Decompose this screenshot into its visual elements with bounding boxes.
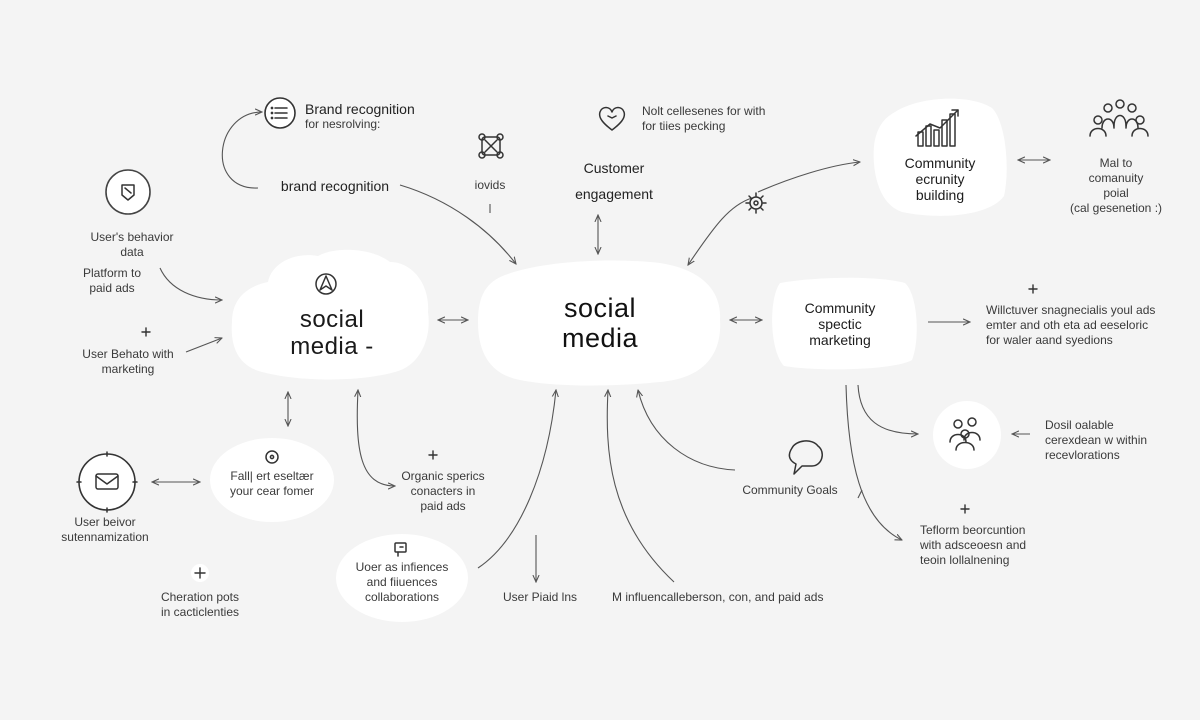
link-center-to-building [757,162,860,193]
shield-badge-icon [121,184,135,201]
link-center-to-influencerpaid [607,390,675,583]
node-blob-community-building [873,98,1007,216]
brand-recognition-sub: for nesrolving: [305,117,381,131]
iovids-label: iovids [474,178,506,192]
link-gear-to-center [688,197,753,265]
users-behavior-data-label: User's behavior data [90,230,174,259]
list-icon [270,106,288,120]
community-goals-label: Community Goals [742,483,838,497]
people-group-icon [1089,99,1149,137]
user-behavior-marketing-label: User Behato with marketing [82,347,174,376]
link-brand-loop [221,112,262,189]
team-icon [949,417,981,451]
link-behavior-to-left [185,338,222,353]
community-building-label: Community ecrunity building [904,155,976,203]
plus-icon [141,327,151,337]
node-blob-left [231,249,429,380]
node-blob-influencer [336,534,468,622]
link-tick-small [857,489,863,499]
node-circle-envelope [78,453,136,511]
influencer-paid-label: M influencalleberson, con, and paid ads [612,590,824,604]
transform-label: Teflorm beorcuntion with adsceoesn and t… [920,523,1027,567]
community-specific-label: Community spectic marketing [804,300,876,348]
node-blob-center [478,260,721,386]
bar-chart-icon [915,109,959,147]
platform-paid-ads-label: Platform to paid ads [82,266,142,295]
link-platform-to-left [159,267,222,300]
compass-icon [315,273,337,295]
node-circle-team [933,401,1001,469]
gear-icon [745,192,767,214]
right-top-label: Mal to comanuity poial (cal gesenetion :… [1069,156,1163,215]
heart-text-label: Nolt cellesenes for with for tiies pecki… [642,104,766,133]
link-influencer-to-center [477,390,556,569]
brand-recognition-label: brand recognition [280,178,390,194]
user-paid-label: User Piaid lns [502,590,578,604]
link-brand-to-center [399,184,516,264]
pin-icon [265,450,279,464]
node-blob-fall [210,438,334,522]
center-node-label: social media [561,293,639,353]
envelope-icon [76,451,138,513]
right-low-label: Dosil oalable cerexdean w within recevlo… [1045,418,1148,462]
right-mid-label: Willctuver snagnecialis youl ads emter a… [986,303,1156,347]
link-left-to-organic [357,390,395,486]
plus-icon [428,450,438,460]
network-node-icon [478,133,504,159]
fall-node-label: Fall| ert eseltær your cear fomer [229,469,315,498]
influencer-node-label: Uoer as infiences and fiiuences collabor… [355,560,449,604]
node-circle-shield [105,169,151,215]
link-center-to-goals [638,390,736,471]
node-blob-community-specific [772,277,917,370]
user-behavior-sutenam-label: User beivor sutennamization [61,515,149,544]
organic-specifics-label: Organic sperics conacters in paid ads [401,469,485,513]
brand-recognition-top: Brand recognition [305,101,415,117]
plus-icon [960,504,970,514]
plus-icon [191,564,209,582]
left-hub-label: social media - [290,306,374,360]
heart-icon [598,106,626,131]
plus-icon [1028,284,1038,294]
chat-bubble-icon [788,440,823,475]
link-community-to-team [857,384,918,434]
device-icon [394,542,407,557]
operation-pots-label: Cheration pots in cacticlenties [160,590,240,619]
customer-engagement-label: Customer engagement [575,160,653,202]
link-community-to-transform [845,384,902,540]
